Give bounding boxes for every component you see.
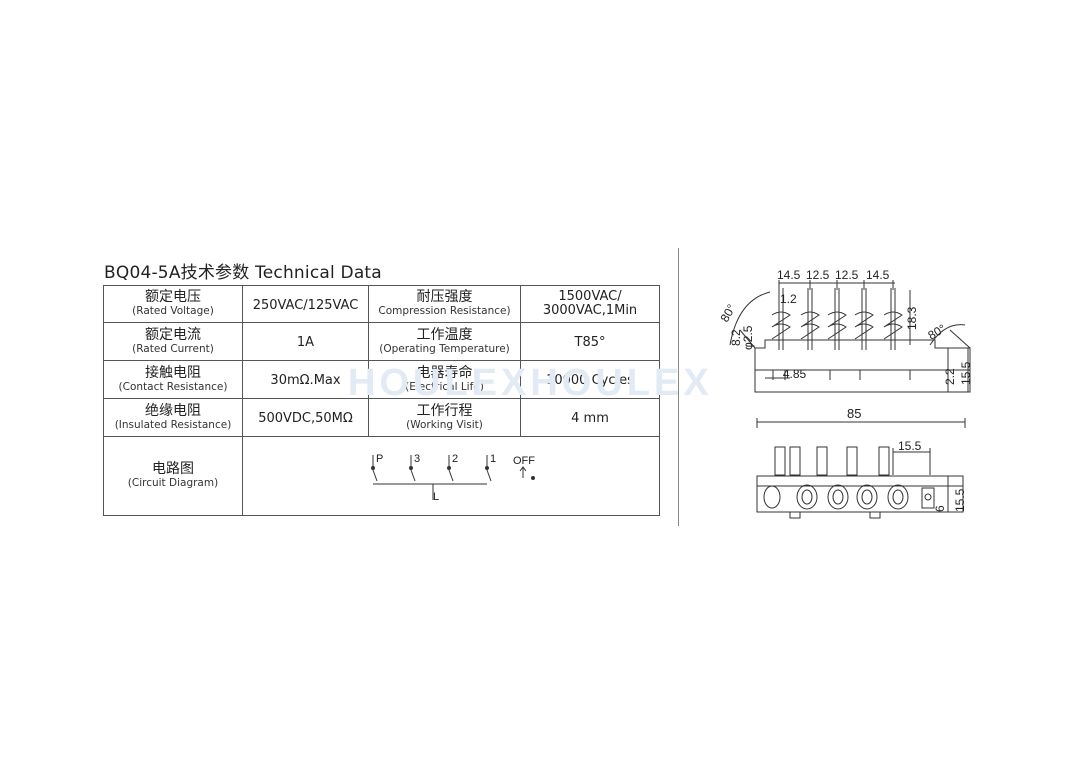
label-cn: 工作温度: [416, 326, 473, 343]
dim-label: 8.2: [729, 329, 743, 346]
dim-label: 15.5: [953, 488, 967, 512]
label-cn: 额定电压: [145, 289, 201, 306]
label-en: Compression Resistance): [378, 305, 511, 318]
dim-label: 4.85: [783, 367, 807, 381]
label-cn: 接触电阻: [145, 364, 201, 381]
dim-label: 15.5: [959, 361, 973, 385]
dim-label: 14.5: [866, 268, 890, 282]
cell-value: 10000 Cycles: [546, 373, 634, 389]
circuit-diagram-cell: [242, 436, 660, 516]
switch-label: P: [376, 453, 383, 465]
dim-label: 6: [933, 505, 947, 512]
switch-label: 2: [452, 453, 458, 465]
label-en: (Working Visit): [406, 418, 483, 431]
table-row-circuit: 电路图 (Circuit Diagram): [103, 436, 660, 516]
page-title: BQ04-5A技术参数 Technical Data: [104, 263, 382, 283]
cell-value: 250VAC/125VAC: [252, 297, 359, 313]
side-view-drawing: 14.5 12.5 12.5 14.5 1.2 4.85 8.2 φ2.5 18…: [717, 268, 973, 393]
switch-label: 3: [414, 453, 420, 465]
label-cn: 绝缘电阻: [145, 402, 201, 419]
label-cn: 额定电流: [145, 326, 201, 343]
label-en: (Electrical Life): [405, 380, 484, 393]
table-cell-label: 接触电阻 (Contact Resistance): [103, 360, 243, 399]
dim-label: 85: [847, 406, 861, 421]
label-en: (Rated Current): [132, 342, 214, 355]
table-cell-label: 电器寿命 (Electrical Life): [368, 360, 521, 399]
dim-label: 14.5: [777, 268, 801, 282]
angle-label: 80°: [926, 321, 949, 342]
cell-value-line2: 3000VAC,1Min: [542, 303, 638, 318]
table-row: 额定电流 (Rated Current) 1A 工作温度 (Operating …: [103, 322, 660, 361]
dim-label: 12.5: [806, 268, 830, 282]
dim-label: 12.5: [835, 268, 859, 282]
table-cell-label: 电路图 (Circuit Diagram): [103, 436, 243, 516]
divider-line: [678, 248, 679, 526]
table-cell-value: 4 mm: [520, 398, 660, 437]
top-view-drawing: 85 15.5 6 15.5: [756, 406, 967, 519]
label-en: (Contact Resistance): [118, 380, 228, 393]
table-cell-label: 额定电压 (Rated Voltage): [103, 285, 243, 323]
label-cn: 电路图: [152, 461, 194, 478]
cell-value: 4 mm: [571, 411, 609, 427]
dim-label: φ2.5: [741, 325, 755, 350]
cell-value-line1: 1500VAC/: [558, 289, 622, 305]
table-row: 绝缘电阻 (Insulated Resistance) 500VDC,50MΩ …: [103, 398, 660, 437]
label-cn: 电器寿命: [416, 364, 473, 381]
table-cell-label: 绝缘电阻 (Insulated Resistance): [103, 398, 243, 437]
label-en: (Circuit Diagram): [127, 477, 219, 490]
label-en: (Rated Voltage): [132, 305, 214, 318]
dim-label: 2.2: [943, 368, 957, 385]
technical-data-table: 额定电压 (Rated Voltage) 250VAC/125VAC 耐压强度 …: [103, 285, 660, 516]
table-cell-value: 1A: [242, 322, 369, 361]
dim-label: 15.5: [898, 439, 922, 453]
label-cn: 耐压强度: [416, 289, 473, 306]
label-en: (Operating Temperature): [379, 342, 510, 355]
table-cell-value: 1500VAC/ 3000VAC,1Min: [520, 285, 660, 323]
label-en: (Insulated Resistance): [114, 418, 232, 431]
cell-value: 30mΩ.Max: [270, 373, 341, 389]
cell-value: T85°: [574, 335, 606, 351]
switch-label: 1: [490, 453, 496, 465]
dim-label: 1.2: [780, 292, 797, 306]
cell-value: 1A: [296, 335, 315, 351]
table-row: 额定电压 (Rated Voltage) 250VAC/125VAC 耐压强度 …: [103, 285, 660, 323]
table-row: 接触电阻 (Contact Resistance) 30mΩ.Max 电器寿命 …: [103, 360, 660, 399]
angle-label: 80°: [717, 302, 738, 325]
table-cell-label: 工作温度 (Operating Temperature): [368, 322, 521, 361]
label-cn: 工作行程: [416, 402, 473, 419]
table-cell-value: 250VAC/125VAC: [242, 285, 369, 323]
dim-label: 18.3: [905, 306, 919, 330]
cell-value: 500VDC,50MΩ: [258, 411, 353, 427]
circuit-diagram: P 3 2 1 OFF L: [371, 453, 535, 503]
table-cell-label: 工作行程 (Working Visit): [368, 398, 521, 437]
common-label: L: [433, 491, 439, 503]
off-label: OFF: [513, 455, 535, 467]
